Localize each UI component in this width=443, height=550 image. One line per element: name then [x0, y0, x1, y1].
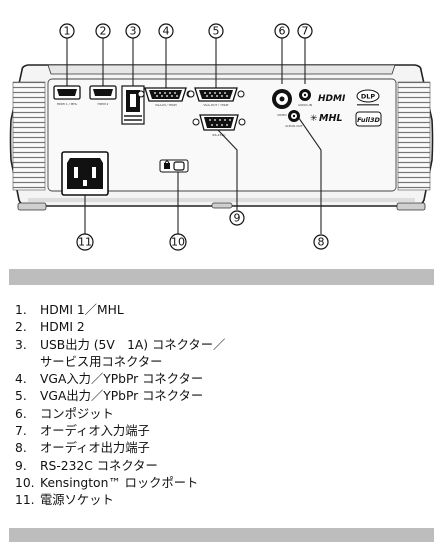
svg-text:2: 2 — [100, 25, 107, 38]
legend-item: 6. コンポジット — [15, 406, 435, 423]
svg-text:10: 10 — [171, 236, 185, 249]
legend-number: 6. — [15, 406, 27, 421]
svg-text:7: 7 — [302, 25, 309, 38]
svg-text:4: 4 — [163, 25, 170, 38]
mhl-logo: ✳ MHL — [310, 113, 342, 124]
legend-number: 11. — [15, 493, 35, 508]
legend-text: RS-232C コネクター — [40, 458, 158, 473]
legend-item: 7. オーディオ入力端子 — [15, 423, 435, 440]
svg-text:6: 6 — [279, 25, 286, 38]
legend-text: VGA出力／YPbPr コネクター — [40, 389, 204, 404]
right-foot — [396, 202, 426, 211]
svg-text:HDMI 1 / MHL: HDMI 1 / MHL — [57, 102, 78, 106]
section-divider-bottom — [9, 528, 434, 542]
svg-text:8: 8 — [318, 236, 325, 249]
legend-item: 11. 電源ソケット — [15, 492, 435, 509]
legend-item: 2. HDMI 2 — [15, 319, 435, 336]
legend-number: 7. — [15, 424, 27, 439]
svg-text:VIDEO: VIDEO — [277, 113, 287, 117]
legend-text: VGA入力／YPbPr コネクター — [40, 372, 204, 387]
legend-number: 4. — [15, 372, 27, 387]
port-composite: VIDEO — [272, 89, 292, 117]
callout-8: 8 — [313, 234, 329, 250]
callout-11: 11 — [76, 233, 94, 251]
legend-number: 10. — [15, 475, 35, 490]
legend-text: コンポジット — [40, 406, 114, 421]
connector-legend-list: 1. HDMI 1／MHL 2. HDMI 2 3. USB出力 (5V 1A) コネ… — [15, 302, 435, 510]
svg-text:DLP: DLP — [361, 93, 376, 101]
svg-text:3: 3 — [130, 25, 137, 38]
callout-9: 9 — [229, 210, 245, 226]
legend-item: 8. オーディオ出力端子 — [15, 440, 435, 457]
svg-text:5: 5 — [213, 25, 220, 38]
port-hdmi-2: HDMI 2 — [89, 85, 117, 106]
full3d-logo: Full3D — [355, 111, 382, 127]
callout-5: 5 — [208, 23, 224, 39]
svg-text:RS-232C: RS-232C — [213, 133, 226, 137]
port-rs232c: RS-232C — [192, 114, 246, 137]
legend-item: 1. HDMI 1／MHL — [15, 302, 435, 319]
port-audio-in: AUDIO-IN — [298, 89, 312, 107]
port-audio-out: AUDIO-OUT — [285, 110, 303, 128]
port-hdmi-1-mhl: HDMI 1 / MHL — [53, 85, 81, 106]
legend-text: オーディオ出力端子 — [40, 441, 150, 456]
svg-text:VGA-OUT / YPbPr: VGA-OUT / YPbPr — [203, 103, 229, 107]
legend-number: 9. — [15, 458, 27, 473]
projector-rear-panel-diagram: HDMI 1 / MHL HDMI 2 VGA-IN / YPbPr VGA-O… — [9, 23, 434, 251]
callout-1: 1 — [59, 23, 75, 39]
svg-text:HDMI 2: HDMI 2 — [98, 102, 109, 106]
svg-text:✳: ✳ — [310, 114, 318, 124]
svg-text:11: 11 — [78, 236, 92, 249]
power-socket — [61, 151, 109, 196]
legend-number: 1. — [15, 303, 27, 317]
svg-text:1: 1 — [64, 25, 71, 38]
callout-3: 3 — [125, 23, 141, 39]
svg-text:MHL: MHL — [319, 113, 342, 124]
right-vent — [397, 81, 431, 191]
legend-text: HDMI 2 — [40, 320, 85, 335]
legend-item: 3. USB出力 (5V 1A) コネクター／ サービス用コネクター — [15, 337, 435, 372]
svg-text:AUDIO-IN: AUDIO-IN — [298, 103, 312, 107]
left-foot — [17, 202, 47, 211]
legend-number: 8. — [15, 441, 27, 456]
svg-text:VGA-IN / YPbPr: VGA-IN / YPbPr — [155, 103, 178, 107]
legend-text: USB出力 (5V 1A) コネクター／ — [40, 337, 226, 352]
callout-6: 6 — [274, 23, 290, 39]
callout-7: 7 — [297, 23, 313, 39]
svg-text:HDMI: HDMI — [318, 94, 346, 104]
svg-text:AUDIO-OUT: AUDIO-OUT — [285, 124, 303, 128]
callout-4: 4 — [158, 23, 174, 39]
legend-text-continued: サービス用コネクター — [40, 354, 163, 369]
left-vent — [12, 81, 46, 191]
callout-2: 2 — [95, 23, 111, 39]
legend-text: Kensington™ ロックポート — [40, 475, 199, 490]
svg-text:Full3D: Full3D — [357, 116, 380, 124]
callout-10: 10 — [169, 233, 187, 251]
section-divider-top — [9, 269, 434, 285]
legend-item: 9. RS-232C コネクター — [15, 458, 435, 475]
legend-text: オーディオ入力端子 — [40, 424, 150, 439]
legend-text: 電源ソケット — [40, 493, 114, 508]
legend-text: HDMI 1／MHL — [40, 303, 124, 317]
legend-number: 5. — [15, 389, 27, 404]
legend-number: 2. — [15, 320, 27, 335]
dlp-logo: DLP — [356, 89, 380, 106]
port-vga-in: VGA-IN / YPbPr — [137, 87, 194, 107]
leader-lines — [66, 38, 322, 234]
kensington-lock-port — [159, 159, 189, 173]
port-vga-out: VGA-OUT / YPbPr — [187, 87, 245, 107]
legend-item: 5. VGA出力／YPbPr コネクター — [15, 388, 435, 405]
legend-number: 3. — [15, 337, 27, 352]
legend-item: 4. VGA入力／YPbPr コネクター — [15, 371, 435, 388]
legend-item: 10. Kensington™ ロックポート — [15, 475, 435, 492]
svg-text:9: 9 — [234, 212, 241, 225]
hdmi-logo: HDMI — [318, 94, 346, 104]
